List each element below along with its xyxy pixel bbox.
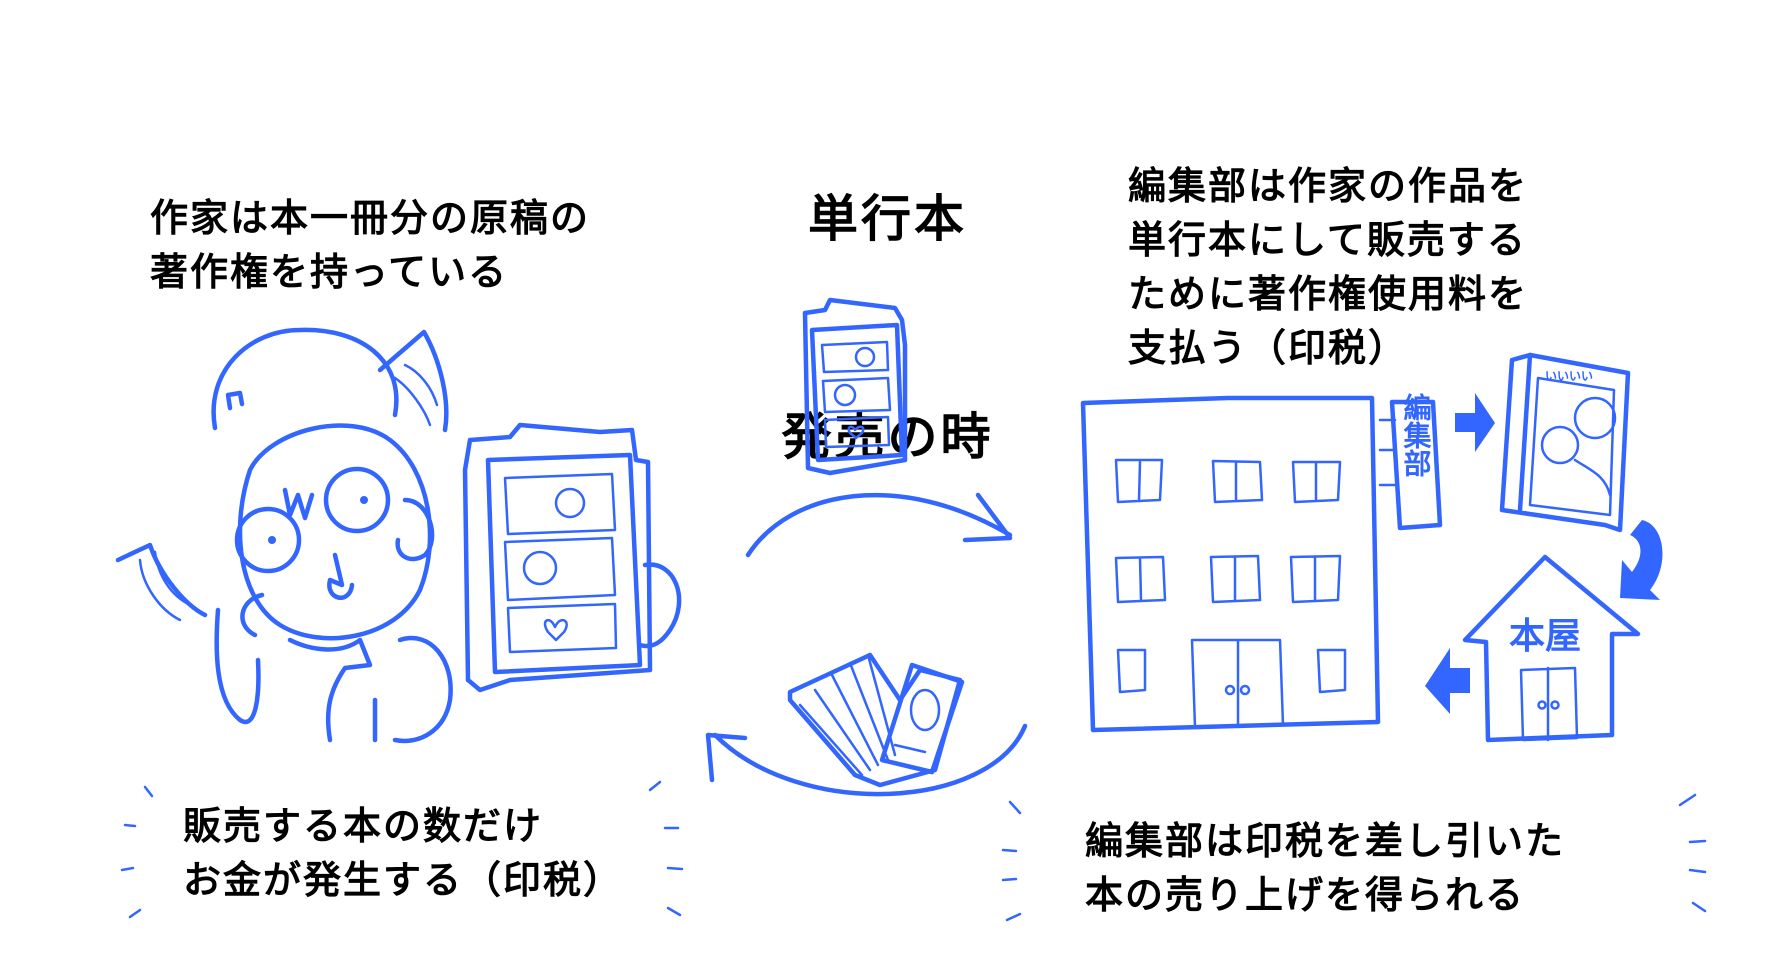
author-manuscript-icon <box>462 422 653 693</box>
bookstore-icon: 本屋 <box>1462 554 1641 743</box>
cycle-arrow-left-icon <box>705 723 1028 797</box>
editorial-building-icon: 編集部 <box>1080 393 1443 733</box>
banknotes-icon <box>787 652 965 788</box>
title-line-1: 単行本 <box>808 190 967 248</box>
author-character-icon <box>115 327 682 744</box>
cycle-arrow-right-icon <box>745 492 1013 558</box>
published-book-icon: いいいい <box>1499 352 1631 533</box>
manuscript-pages-icon <box>802 297 908 476</box>
bookstore-sign-label: 本屋 <box>1509 616 1581 657</box>
arrow-left-filled-icon <box>1425 648 1470 714</box>
editorial-revenue-note: 編集部は印税を差し引いた 本の売り上げを得られる <box>1085 819 1566 917</box>
arrow-curve-down-icon <box>1620 520 1663 600</box>
editorial-royalty-note: 編集部は作家の作品を 単行本にして販売する ために著作権使用料を 支払う（印税） <box>1128 164 1529 370</box>
book-cover-text: いいいい <box>1545 369 1593 383</box>
royalty-income-note: 販売する本の数だけ お金が発生する（印税） <box>183 804 624 902</box>
building-sign-label: 編集部 <box>1400 393 1433 477</box>
emphasis-marks-right <box>1001 793 1707 922</box>
arrow-right-filled-icon <box>1455 393 1495 452</box>
emphasis-marks-left <box>120 780 684 919</box>
author-copyright-note: 作家は本一冊分の原稿の 著作権を持っている <box>150 196 591 294</box>
